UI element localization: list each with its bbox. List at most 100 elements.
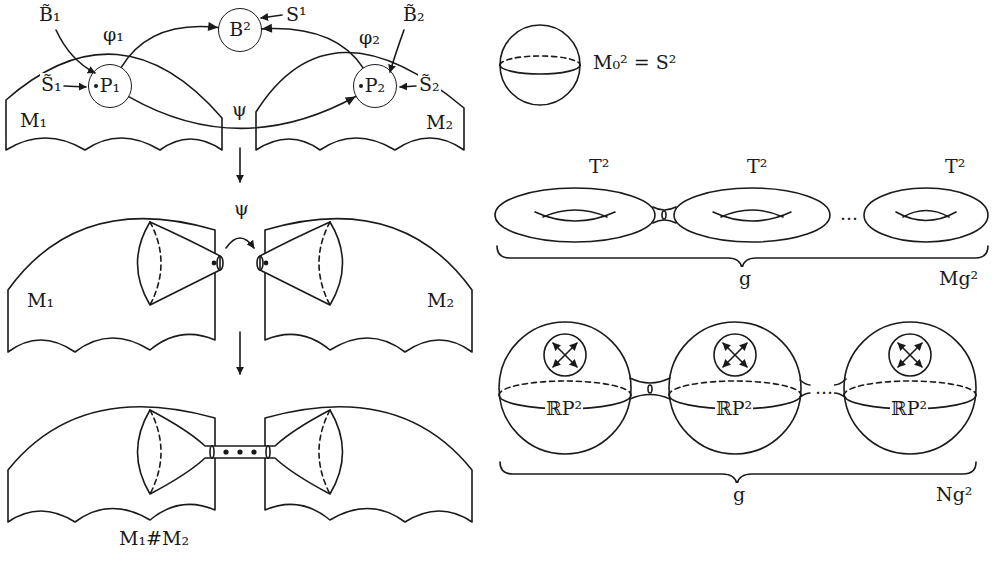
torus-hole xyxy=(535,212,615,221)
crosscap-disc xyxy=(714,334,756,376)
antipodal-arrow xyxy=(553,343,577,367)
point-dot xyxy=(238,450,242,454)
point-label: B² xyxy=(229,19,251,41)
math-label: M₁#M₂ xyxy=(118,527,190,549)
neck-ring xyxy=(662,211,666,219)
horn-tube xyxy=(138,222,221,305)
neck xyxy=(653,220,676,223)
math-label: S¹ xyxy=(285,3,308,25)
equator-back xyxy=(500,56,580,65)
sphere xyxy=(844,322,976,454)
surface-label: M₁ xyxy=(20,110,47,132)
math-label: g xyxy=(738,267,752,289)
horn-tube xyxy=(260,222,343,305)
point-dot xyxy=(359,84,363,88)
math-label: S̃₁ xyxy=(40,73,63,95)
sphere xyxy=(499,322,631,454)
torus-hole xyxy=(713,212,791,221)
brace xyxy=(497,246,988,268)
math-label: M₂ xyxy=(426,289,455,311)
math-label: g xyxy=(732,483,746,505)
map-arrow xyxy=(121,22,218,67)
point-label: P₁ xyxy=(100,75,120,97)
map-label: φ₂ xyxy=(358,26,381,48)
point-dot xyxy=(224,450,228,454)
label-holder: ψ xyxy=(233,198,250,220)
step-arrow xyxy=(239,148,241,182)
math-label: T² xyxy=(588,155,610,177)
neck xyxy=(630,395,670,400)
label-holder: T² xyxy=(944,156,966,178)
surface-label: M₂ xyxy=(426,112,453,134)
map-arrow xyxy=(129,97,356,129)
label-holder: Mg² xyxy=(938,268,979,290)
map-arrow-line xyxy=(262,29,363,68)
math-label: ψ xyxy=(233,197,250,219)
map-label-holder: ψ xyxy=(231,99,248,121)
math-label: ℝP² xyxy=(545,397,583,419)
math-label: M₁ xyxy=(26,289,55,311)
label-holder: ... xyxy=(839,203,859,225)
arrow-head xyxy=(262,24,272,33)
math-label: Mg² xyxy=(938,267,979,289)
math-label: Ng² xyxy=(935,483,973,505)
surface-outline xyxy=(256,52,464,150)
hidden-edge xyxy=(150,410,161,494)
torus xyxy=(674,188,830,242)
map-label-holder: φ₁ xyxy=(102,24,125,46)
label-holder: B̃₂ xyxy=(402,4,426,26)
equator-front xyxy=(500,65,580,74)
map-arrow-line xyxy=(121,27,218,68)
map-label: φ₁ xyxy=(102,23,125,45)
map-arrow xyxy=(262,24,363,68)
leader-line xyxy=(261,15,282,18)
label-holder: M₁ xyxy=(26,290,55,312)
drawing xyxy=(8,15,988,522)
label-holder: ... xyxy=(814,377,834,399)
label-holder: S¹ xyxy=(285,4,308,26)
neck xyxy=(834,379,846,385)
neck xyxy=(653,207,676,210)
antipodal-arrow xyxy=(723,343,747,367)
label-holder: g xyxy=(732,484,746,506)
math-label: B̃₂ xyxy=(402,3,426,25)
arrow-head xyxy=(345,97,356,106)
point-dot xyxy=(252,450,256,454)
sphere xyxy=(669,322,801,454)
label-holder: M₁#M₂ xyxy=(118,528,190,550)
label-holder: S̃₂ xyxy=(418,74,441,96)
point-disc: P₁ xyxy=(88,64,132,108)
label-holder: T² xyxy=(746,156,768,178)
tube-ring xyxy=(210,446,214,458)
math-label: ... xyxy=(839,202,859,224)
neck xyxy=(800,380,810,385)
math-label: S̃₂ xyxy=(418,73,441,95)
hidden-edge xyxy=(150,222,161,305)
math-label: ... xyxy=(814,376,834,398)
label-holder: M₀² = S² xyxy=(592,52,677,74)
tube-end xyxy=(257,256,263,270)
neck xyxy=(630,378,670,383)
point-disc: P₂ xyxy=(353,64,397,108)
math-label: T² xyxy=(746,155,768,177)
surface-group xyxy=(256,52,464,150)
torus-hole xyxy=(903,211,949,218)
label-holder: g xyxy=(738,268,752,290)
math-label: M₀² = S² xyxy=(592,51,677,73)
antipodal-arrow xyxy=(723,343,747,367)
antipodal-arrow xyxy=(898,343,922,367)
point-disc: B² xyxy=(218,8,262,52)
label-holder: ℝP² xyxy=(715,398,753,420)
leader-line xyxy=(64,86,86,87)
equator-back xyxy=(669,381,801,395)
label-holder: Ng² xyxy=(935,484,973,506)
antipodal-arrow xyxy=(898,343,922,367)
label-holder: T² xyxy=(588,156,610,178)
sphere xyxy=(500,25,580,105)
math-label: T² xyxy=(944,155,966,177)
map-label-holder: φ₂ xyxy=(358,27,381,49)
point-label: P₂ xyxy=(365,75,385,97)
label-holder: ℝP² xyxy=(545,398,583,420)
hidden-edge xyxy=(319,222,330,305)
